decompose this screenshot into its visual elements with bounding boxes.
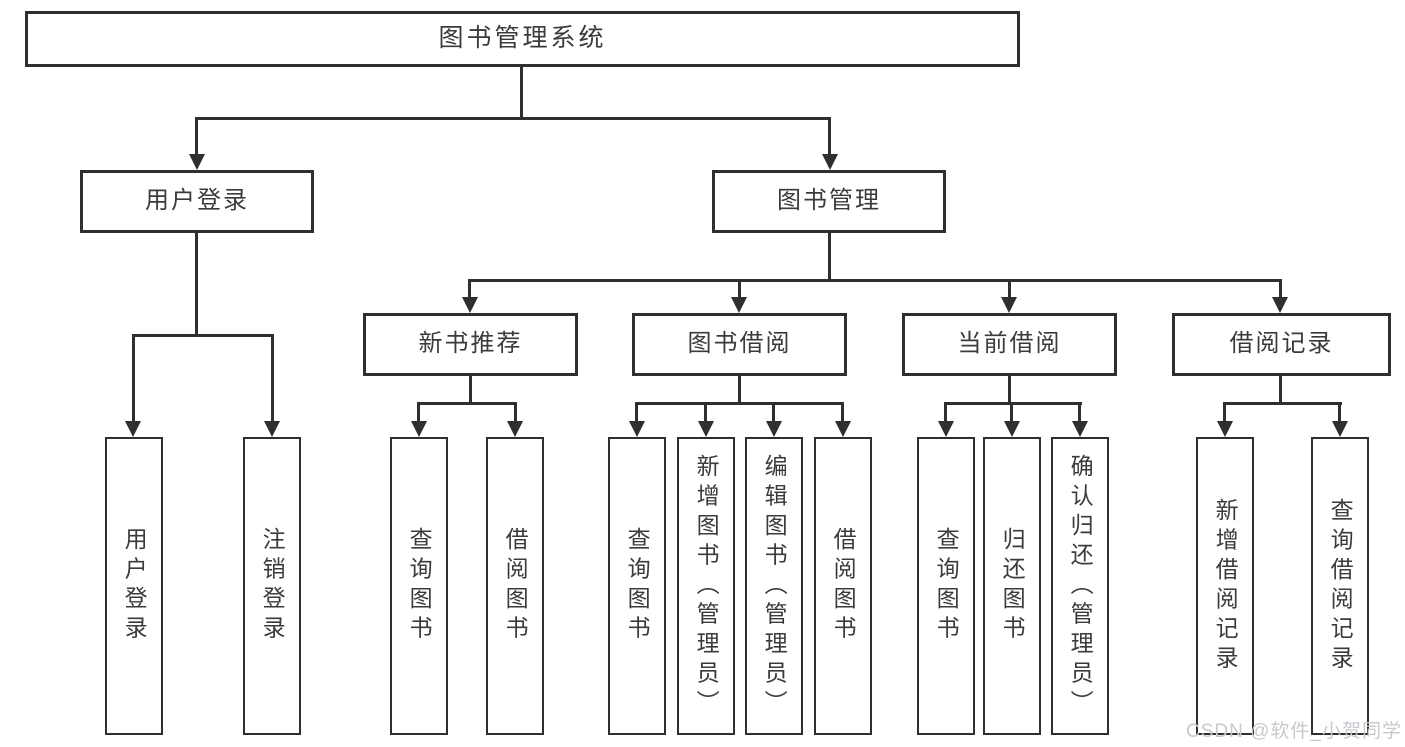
arrowhead-down-icon (938, 421, 954, 437)
leaf-edit-book-admin: 编辑图书（管理员） (745, 437, 803, 735)
arrowhead-down-icon (1332, 421, 1348, 437)
connector-line (828, 117, 831, 156)
leaf-query-books-current: 查询图书 (917, 437, 975, 735)
connector-line (468, 279, 1282, 282)
leaf-logout: 注销登录 (243, 437, 301, 735)
arrowhead-down-icon (125, 421, 141, 437)
connector-line (468, 279, 471, 301)
connector-line (841, 402, 844, 423)
leaf-add-book-admin: 新增图书（管理员） (677, 437, 735, 735)
arrowhead-down-icon (1072, 421, 1088, 437)
node-user-login: 用户登录 (80, 170, 314, 233)
connector-line (520, 66, 523, 119)
connector-line (132, 334, 135, 423)
connector-line (704, 402, 707, 423)
node-current-borrowing: 当前借阅 (902, 313, 1117, 376)
connector-line (195, 117, 198, 156)
arrowhead-down-icon (766, 421, 782, 437)
connector-line (514, 402, 517, 423)
leaf-return-book: 归还图书 (983, 437, 1041, 735)
arrowhead-down-icon (507, 421, 523, 437)
connector-line (417, 402, 420, 423)
connector-line (195, 233, 198, 337)
node-book-borrowing: 图书借阅 (632, 313, 847, 376)
connector-line (635, 402, 638, 423)
arrowhead-down-icon (411, 421, 427, 437)
arrowhead-down-icon (1001, 297, 1017, 313)
watermark-csdn: CSDN @软件_小贺同学 (1186, 721, 1402, 742)
arrowhead-down-icon (264, 421, 280, 437)
connector-line (1010, 402, 1013, 423)
arrowhead-down-icon (1004, 421, 1020, 437)
connector-line (1078, 402, 1081, 423)
node-library-management-system: 图书管理系统 (25, 11, 1020, 67)
arrowhead-down-icon (462, 297, 478, 313)
connector-line (1279, 375, 1282, 405)
node-book-management: 图书管理 (712, 170, 946, 233)
connector-line (738, 375, 741, 405)
connector-line (944, 402, 1082, 405)
leaf-query-books-borrowing: 查询图书 (608, 437, 666, 735)
connector-line (271, 334, 274, 423)
leaf-borrow-books-borrowing: 借阅图书 (814, 437, 872, 735)
connector-line (1279, 279, 1282, 301)
connector-line (944, 402, 947, 423)
arrowhead-down-icon (822, 154, 838, 170)
leaf-query-borrow-record: 查询借阅记录 (1311, 437, 1369, 735)
connector-line (195, 117, 831, 120)
arrowhead-down-icon (629, 421, 645, 437)
connector-line (1223, 402, 1226, 423)
connector-line (1008, 375, 1011, 405)
arrowhead-down-icon (1217, 421, 1233, 437)
leaf-borrow-books-recommend: 借阅图书 (486, 437, 544, 735)
node-borrowing-records: 借阅记录 (1172, 313, 1391, 376)
connector-line (772, 402, 775, 423)
arrowhead-down-icon (731, 297, 747, 313)
connector-line (635, 402, 844, 405)
leaf-query-books-recommend: 查询图书 (390, 437, 448, 735)
connector-line (1338, 402, 1341, 423)
leaf-user-login: 用户登录 (105, 437, 163, 735)
connector-line (1223, 402, 1342, 405)
connector-line (469, 375, 472, 405)
leaf-add-borrow-record: 新增借阅记录 (1196, 437, 1254, 735)
arrowhead-down-icon (189, 154, 205, 170)
leaf-confirm-return-admin: 确认归还（管理员） (1051, 437, 1109, 735)
connector-line (1008, 279, 1011, 301)
connector-line (417, 402, 517, 405)
connector-line (738, 279, 741, 301)
connector-line (828, 233, 831, 282)
arrowhead-down-icon (698, 421, 714, 437)
node-new-book-recommendation: 新书推荐 (363, 313, 578, 376)
arrowhead-down-icon (835, 421, 851, 437)
connector-line (132, 334, 274, 337)
arrowhead-down-icon (1272, 297, 1288, 313)
